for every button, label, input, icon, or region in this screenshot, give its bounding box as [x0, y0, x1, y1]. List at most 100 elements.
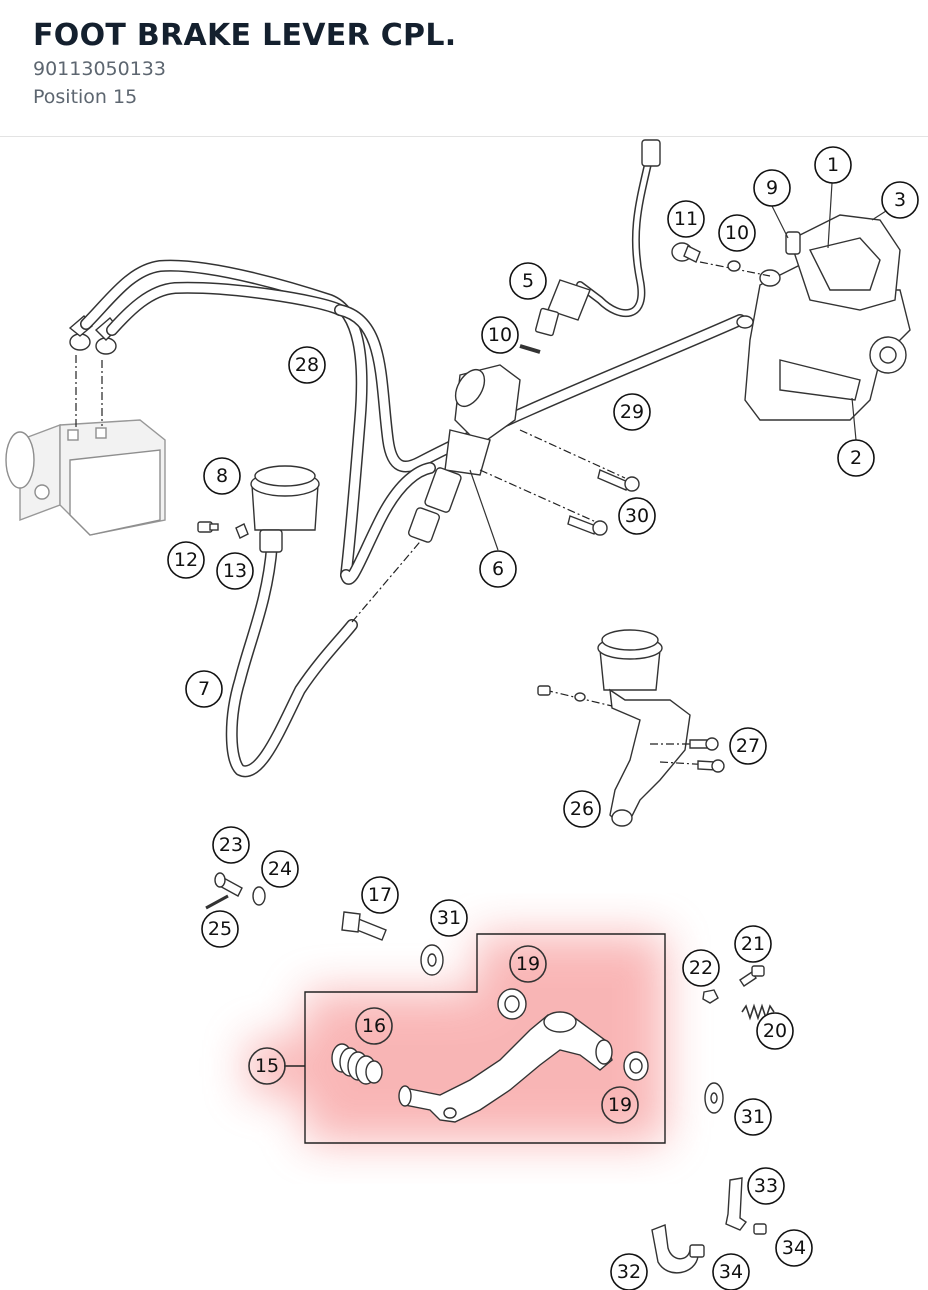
- callout-30[interactable]: 30: [618, 497, 656, 535]
- svg-text:34: 34: [719, 1261, 743, 1283]
- svg-text:1: 1: [827, 154, 839, 176]
- bolt-27: [537, 685, 725, 773]
- callout-11[interactable]: 11: [667, 200, 705, 238]
- svg-text:15: 15: [255, 1055, 279, 1077]
- svg-text:30: 30: [625, 505, 649, 527]
- svg-text:10: 10: [725, 222, 749, 244]
- callout-25[interactable]: 25: [201, 910, 239, 948]
- brake-caliper: [744, 214, 911, 421]
- bushing-19-top: [497, 988, 527, 1020]
- callout-34-bottom[interactable]: 34: [712, 1253, 750, 1290]
- svg-text:20: 20: [763, 1020, 787, 1042]
- page-header: FOOT BRAKE LEVER CPL. 90113050133 Positi…: [0, 0, 928, 137]
- callout-31-bottom[interactable]: 31: [734, 1098, 772, 1136]
- callout-31-top[interactable]: 31: [430, 899, 468, 937]
- callout-9[interactable]: 9: [753, 169, 791, 207]
- svg-text:28: 28: [295, 354, 319, 376]
- bolt-34: [689, 1223, 767, 1258]
- selected-assembly-highlight: [248, 935, 665, 1142]
- callout-32[interactable]: 32: [610, 1253, 648, 1290]
- bolt-17: [341, 911, 387, 941]
- reservoir-hose: [225, 539, 358, 778]
- assembly-frame: [304, 933, 666, 1144]
- svg-text:32: 32: [617, 1261, 641, 1283]
- brake-lines: [80, 259, 746, 585]
- cotter-pin-25: [205, 894, 229, 910]
- callout-3[interactable]: 3: [881, 181, 919, 219]
- callout-23[interactable]: 23: [212, 826, 250, 864]
- foot-brake-lever: [398, 1011, 613, 1123]
- exploded-parts-diagram: 1 2 3 5 6 7 8 9 10 10 11 12 13 15 16 17 …: [0, 138, 928, 1290]
- svg-text:6: 6: [492, 558, 504, 580]
- rear-reservoir-bracket: [597, 629, 691, 827]
- svg-text:21: 21: [741, 933, 765, 955]
- bushing-19-right: [623, 1051, 649, 1081]
- screw-12: [197, 521, 219, 533]
- callout-6[interactable]: 6: [479, 550, 517, 588]
- callout-10-mid[interactable]: 10: [481, 316, 519, 354]
- svg-text:13: 13: [223, 560, 247, 582]
- pivot-bolt-23: [214, 872, 243, 897]
- callout-13[interactable]: 13: [216, 552, 254, 590]
- svg-text:3: 3: [894, 189, 906, 211]
- callout-12[interactable]: 12: [167, 541, 205, 579]
- part-number: 90113050133: [33, 58, 166, 80]
- washer-24: [252, 886, 266, 906]
- svg-text:5: 5: [522, 270, 534, 292]
- callout-33[interactable]: 33: [747, 1167, 785, 1205]
- sensor-cable: [534, 139, 661, 337]
- callout-24[interactable]: 24: [261, 850, 299, 888]
- bolt-11: [671, 242, 741, 272]
- svg-text:19: 19: [608, 1094, 632, 1116]
- master-cylinder: [408, 364, 521, 543]
- svg-text:17: 17: [368, 884, 392, 906]
- callout-19-top[interactable]: 19: [509, 945, 547, 983]
- callout-8[interactable]: 8: [203, 457, 241, 495]
- svg-text:9: 9: [766, 177, 778, 199]
- callout-10-top[interactable]: 10: [718, 214, 756, 252]
- svg-text:8: 8: [216, 465, 228, 487]
- brake-fluid-reservoir: [250, 465, 320, 553]
- callout-29[interactable]: 29: [613, 393, 651, 431]
- nut-22: [702, 989, 719, 1004]
- callout-7[interactable]: 7: [185, 670, 223, 708]
- callout-16[interactable]: 16: [355, 1007, 393, 1045]
- svg-text:22: 22: [689, 957, 713, 979]
- bolt-21: [739, 965, 765, 987]
- callout-20[interactable]: 20: [756, 1012, 794, 1050]
- svg-text:31: 31: [437, 907, 461, 929]
- svg-text:10: 10: [488, 324, 512, 346]
- callout-27[interactable]: 27: [729, 727, 767, 765]
- svg-text:33: 33: [754, 1175, 778, 1197]
- abs-unit: [5, 419, 166, 536]
- svg-text:19: 19: [516, 953, 540, 975]
- callout-19-bottom[interactable]: 19: [601, 1086, 639, 1124]
- callout-28[interactable]: 28: [288, 346, 326, 384]
- callout-5[interactable]: 5: [509, 262, 547, 300]
- svg-text:2: 2: [850, 447, 862, 469]
- spring-16: [331, 1043, 383, 1085]
- svg-text:31: 31: [741, 1106, 765, 1128]
- svg-text:24: 24: [268, 858, 292, 880]
- callout-21[interactable]: 21: [734, 925, 772, 963]
- bolt-30: [567, 469, 640, 536]
- callout-15[interactable]: 15: [248, 1047, 286, 1085]
- svg-text:27: 27: [736, 735, 760, 757]
- svg-text:11: 11: [674, 208, 698, 230]
- washer-31-right: [704, 1082, 724, 1114]
- position-label: Position 15: [33, 86, 138, 108]
- spring-20: [741, 1003, 775, 1021]
- clamp-33: [725, 1177, 748, 1231]
- callout-26[interactable]: 26: [563, 790, 601, 828]
- washer-31-top: [420, 944, 444, 976]
- svg-text:16: 16: [362, 1015, 386, 1037]
- callout-2[interactable]: 2: [837, 439, 875, 477]
- svg-text:34: 34: [782, 1237, 806, 1259]
- svg-text:12: 12: [174, 549, 198, 571]
- callout-22[interactable]: 22: [682, 949, 720, 987]
- svg-text:29: 29: [620, 401, 644, 423]
- callout-34-right[interactable]: 34: [775, 1229, 813, 1267]
- callout-1[interactable]: 1: [814, 146, 852, 184]
- callout-17[interactable]: 17: [361, 876, 399, 914]
- svg-text:25: 25: [208, 918, 232, 940]
